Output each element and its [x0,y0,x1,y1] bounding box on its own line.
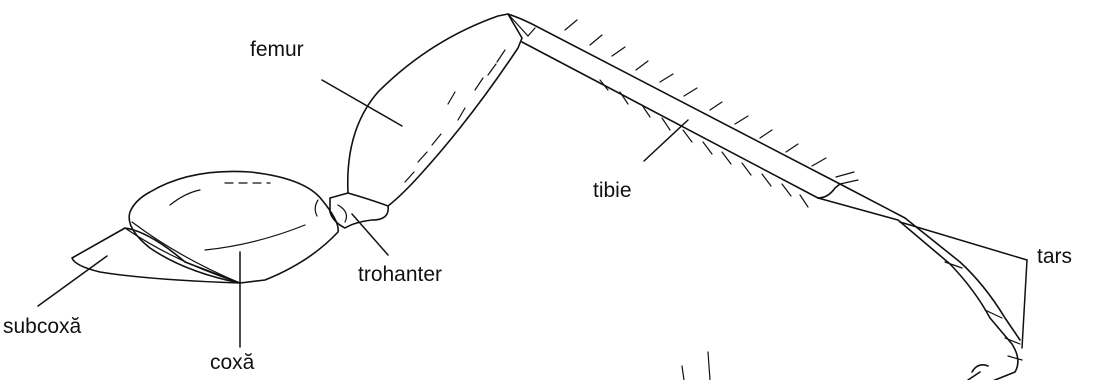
tibia-part [507,13,859,208]
leader-lines [37,79,1028,349]
stray-marks [681,351,711,380]
subcoxa-label: subcoxă [3,315,82,338]
tibie-label: tibie [593,179,632,202]
tars-label: tars [1037,245,1072,268]
tars-leader-upper [899,221,1028,261]
femur-label: femur [250,38,304,61]
coxa-label: coxă [210,351,255,374]
trochanter-part [329,192,389,229]
tibie-leader [643,119,689,162]
tars-leader-lower [1021,259,1028,349]
trohanter-label: trohanter [358,263,442,286]
coxa-part [128,170,339,284]
tarsus-part [817,183,1023,380]
femur-leader [321,79,403,127]
trohanter-leader [351,213,389,256]
subcoxa-leader [37,255,108,307]
femur-part [346,13,529,207]
